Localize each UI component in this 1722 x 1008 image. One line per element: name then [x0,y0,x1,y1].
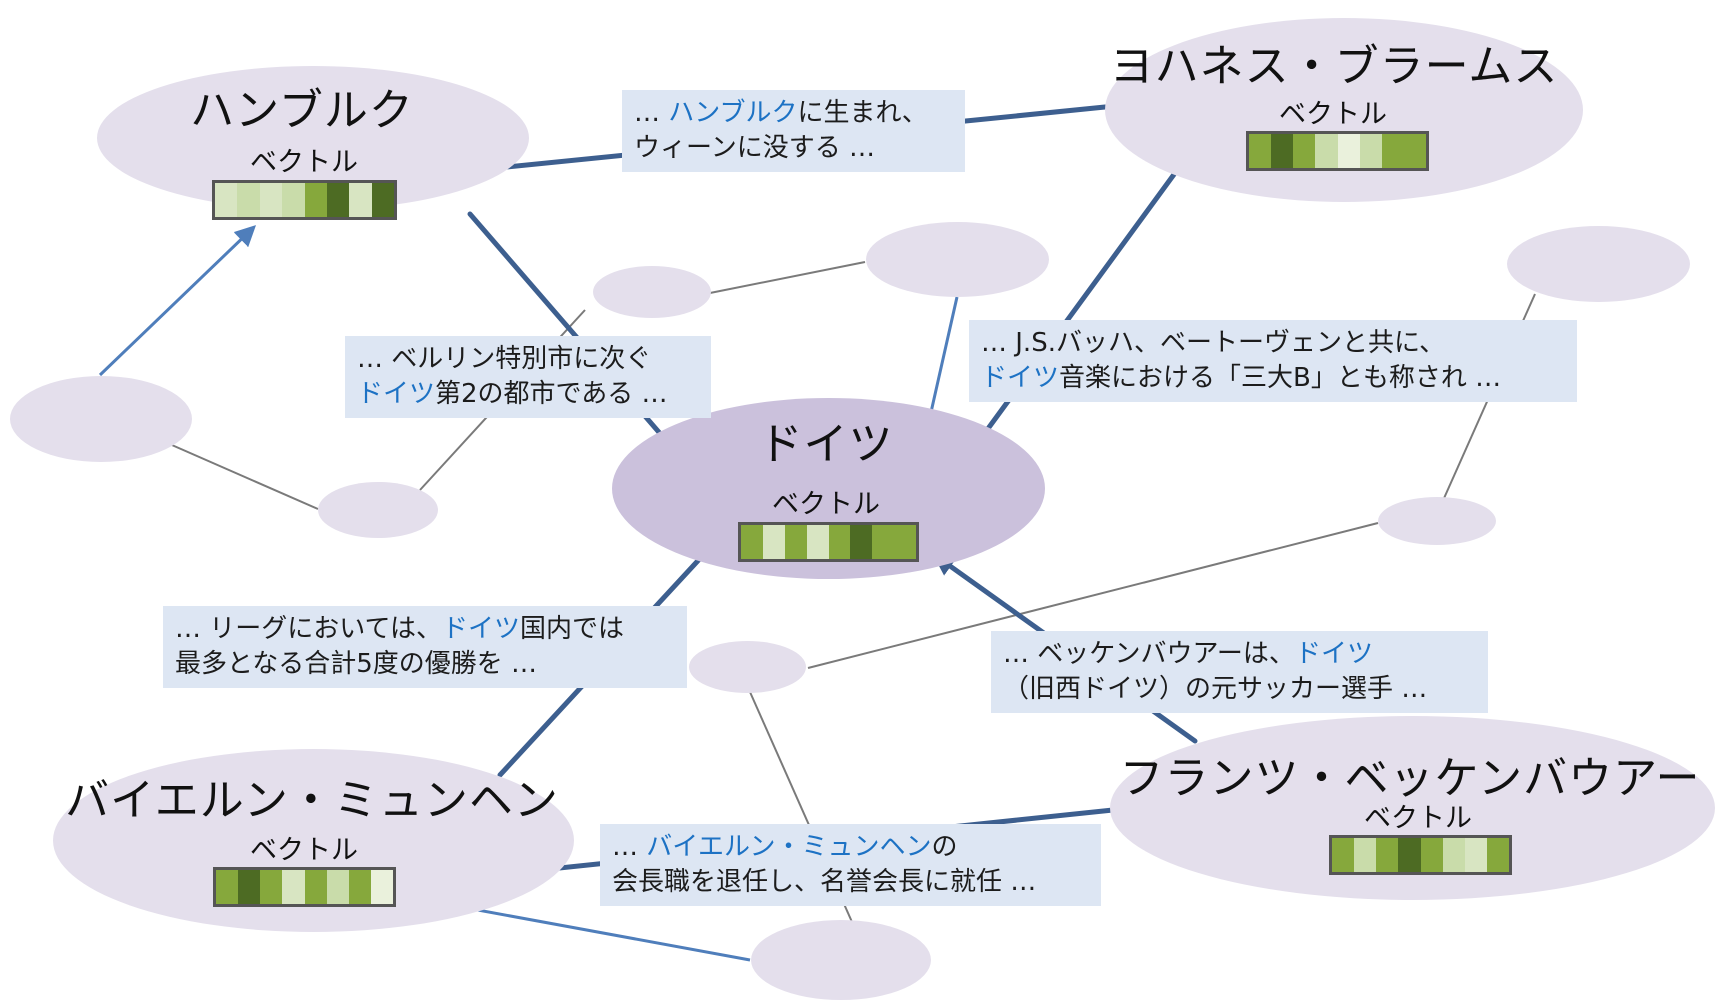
entity-title-beckenbauer: フランツ・ベッケンバウアー [1119,753,1701,804]
vector-cell [282,870,305,904]
vector-cell [304,870,327,904]
vector-cell [1332,838,1355,872]
neighbor-node [1378,497,1496,545]
vector-cell [349,183,372,217]
vector-cell [828,525,851,559]
graph-line [807,522,1379,669]
vector-cell [1420,838,1443,872]
vector-cell [1442,838,1465,872]
neighbor-node [10,376,192,462]
vector-cell [850,525,873,559]
vector-cell [260,870,283,904]
neighbor-node [689,641,806,693]
vector-cell [1398,838,1421,872]
vector-cell [1359,134,1382,168]
snippet-beckenbauer-germany: … ベッケンバウアーは、ドイツ （旧西ドイツ）の元サッカー選手 … [991,631,1488,713]
graph-line [164,441,319,510]
vector-cell [215,183,238,217]
snippet-brahms-hamburg: … ハンブルクに生まれ、 ウィーンに没する … [622,90,965,172]
neighbor-node [866,222,1049,297]
vector-cell [304,183,327,217]
vector-brahms [1246,131,1429,171]
vector-cell [259,183,283,217]
vector-cell [1249,134,1272,168]
vector-cell [370,870,393,904]
vector-germany [738,522,919,562]
vector-hamburg [212,180,397,220]
vector-cell [1486,838,1509,872]
vector-bayern [213,867,396,907]
vector-cell [762,525,785,559]
vector-cell [326,870,349,904]
entity-title-hamburg: ハンブルク [190,85,414,136]
vector-label-bayern: ベクトル [250,835,358,866]
neighbor-node [593,266,711,318]
entity-title-germany: ドイツ [758,419,894,470]
vector-label-beckenbauer: ベクトル [1364,803,1472,834]
snippet-hamburg-germany: … ベルリン特別市に次ぐ ドイツ第2の都市である … [345,336,711,418]
vector-cell [216,870,239,904]
vector-cell [371,183,394,217]
vector-cell [1337,134,1360,168]
vector-cell [784,525,807,559]
vector-beckenbauer [1329,835,1512,875]
vector-cell [1381,134,1404,168]
vector-cell [872,525,895,559]
vector-cell [1464,838,1487,872]
graph-line [709,261,866,294]
vector-cell [1293,134,1316,168]
thin-arrow [98,225,257,377]
neighbor-node [751,920,931,1000]
snippet-beckenbauer-bayern: … バイエルン・ミュンヘンの 会長職を退任し、名誉会長に就任 … [600,824,1101,906]
vector-cell [1376,838,1399,872]
snippet-brahms-germany: … J.S.バッハ、ベートーヴェンと共に、 ドイツ音楽における「三大B」とも称さ… [969,320,1577,402]
vector-cell [894,525,916,559]
entity-title-bayern: バイエルン・ミュンヘン [65,775,559,826]
entity-node-brahms [1105,18,1583,202]
vector-cell [282,183,305,217]
vector-cell [741,525,763,559]
vector-cell [348,870,371,904]
neighbor-node [1507,226,1690,302]
vector-cell [1354,838,1377,872]
neighbor-node [318,482,438,538]
snippet-bayern-germany: … リーグにおいては、ドイツ国内では 最多となる合計5度の優勝を … [163,606,687,688]
vector-cell [326,183,350,217]
vector-cell [1271,134,1294,168]
vector-cell [1403,134,1426,168]
vector-cell [806,525,829,559]
vector-label-hamburg: ベクトル [250,147,358,178]
vector-label-germany: ベクトル [772,489,880,520]
vector-cell [238,870,261,904]
vector-cell [237,183,260,217]
vector-label-brahms: ベクトル [1279,99,1387,130]
vector-cell [1315,134,1338,168]
entity-title-brahms: ヨハネス・ブラームス [1109,41,1559,92]
